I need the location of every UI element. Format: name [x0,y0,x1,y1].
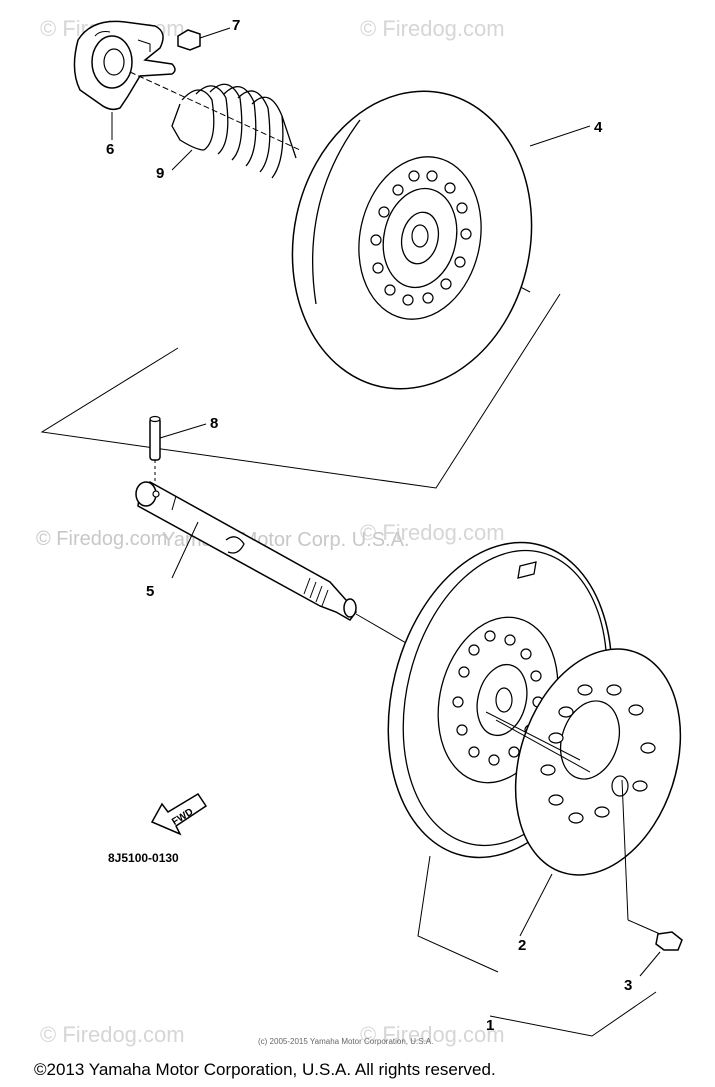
part-2-cover-plate [485,648,682,937]
part-9-spring [171,83,297,179]
callout-3: 3 [624,977,632,994]
watermark-layer: © Firedog.com © Firedog.com © Firedog.co… [36,16,505,1047]
callout-9: 9 [156,165,164,182]
callout-2: 2 [518,937,526,954]
part-code: 8J5100-0130 [108,851,179,865]
fwd-arrow-icon: FWD [150,792,208,836]
part-3-bolt [639,931,683,977]
callout-8: 8 [210,415,218,432]
part-6-bracket [73,20,176,140]
callout-6: 6 [106,141,114,158]
watermark-middle-right: © Firedog.com [360,520,505,545]
bottom-grouping-line [489,991,657,1037]
watermark-middle-left: © Firedog.com [36,528,167,550]
part-8-pin [149,415,207,490]
callout-4: 4 [594,119,603,136]
assembly-grouping-outline [40,293,561,489]
small-copyright-notice: (c) 2005-2015 Yamaha Motor Corporation, … [258,1037,433,1046]
callout-5: 5 [146,583,154,600]
watermark-bottom-center: © Firedog.com [360,1022,505,1047]
callout-labels: 1 2 3 4 5 6 7 8 9 [106,17,632,1034]
part-7-nut [177,27,231,51]
callout-7: 7 [232,17,240,34]
part-4-sheave [291,90,591,390]
watermark-top-right: © Firedog.com [360,16,505,41]
top-axis-line [129,71,301,151]
copyright-line: ©2013 Yamaha Motor Corporation, U.S.A. A… [34,1060,496,1079]
watermark-bottom-left: © Firedog.com [40,1022,185,1047]
callout-1: 1 [486,1017,494,1034]
